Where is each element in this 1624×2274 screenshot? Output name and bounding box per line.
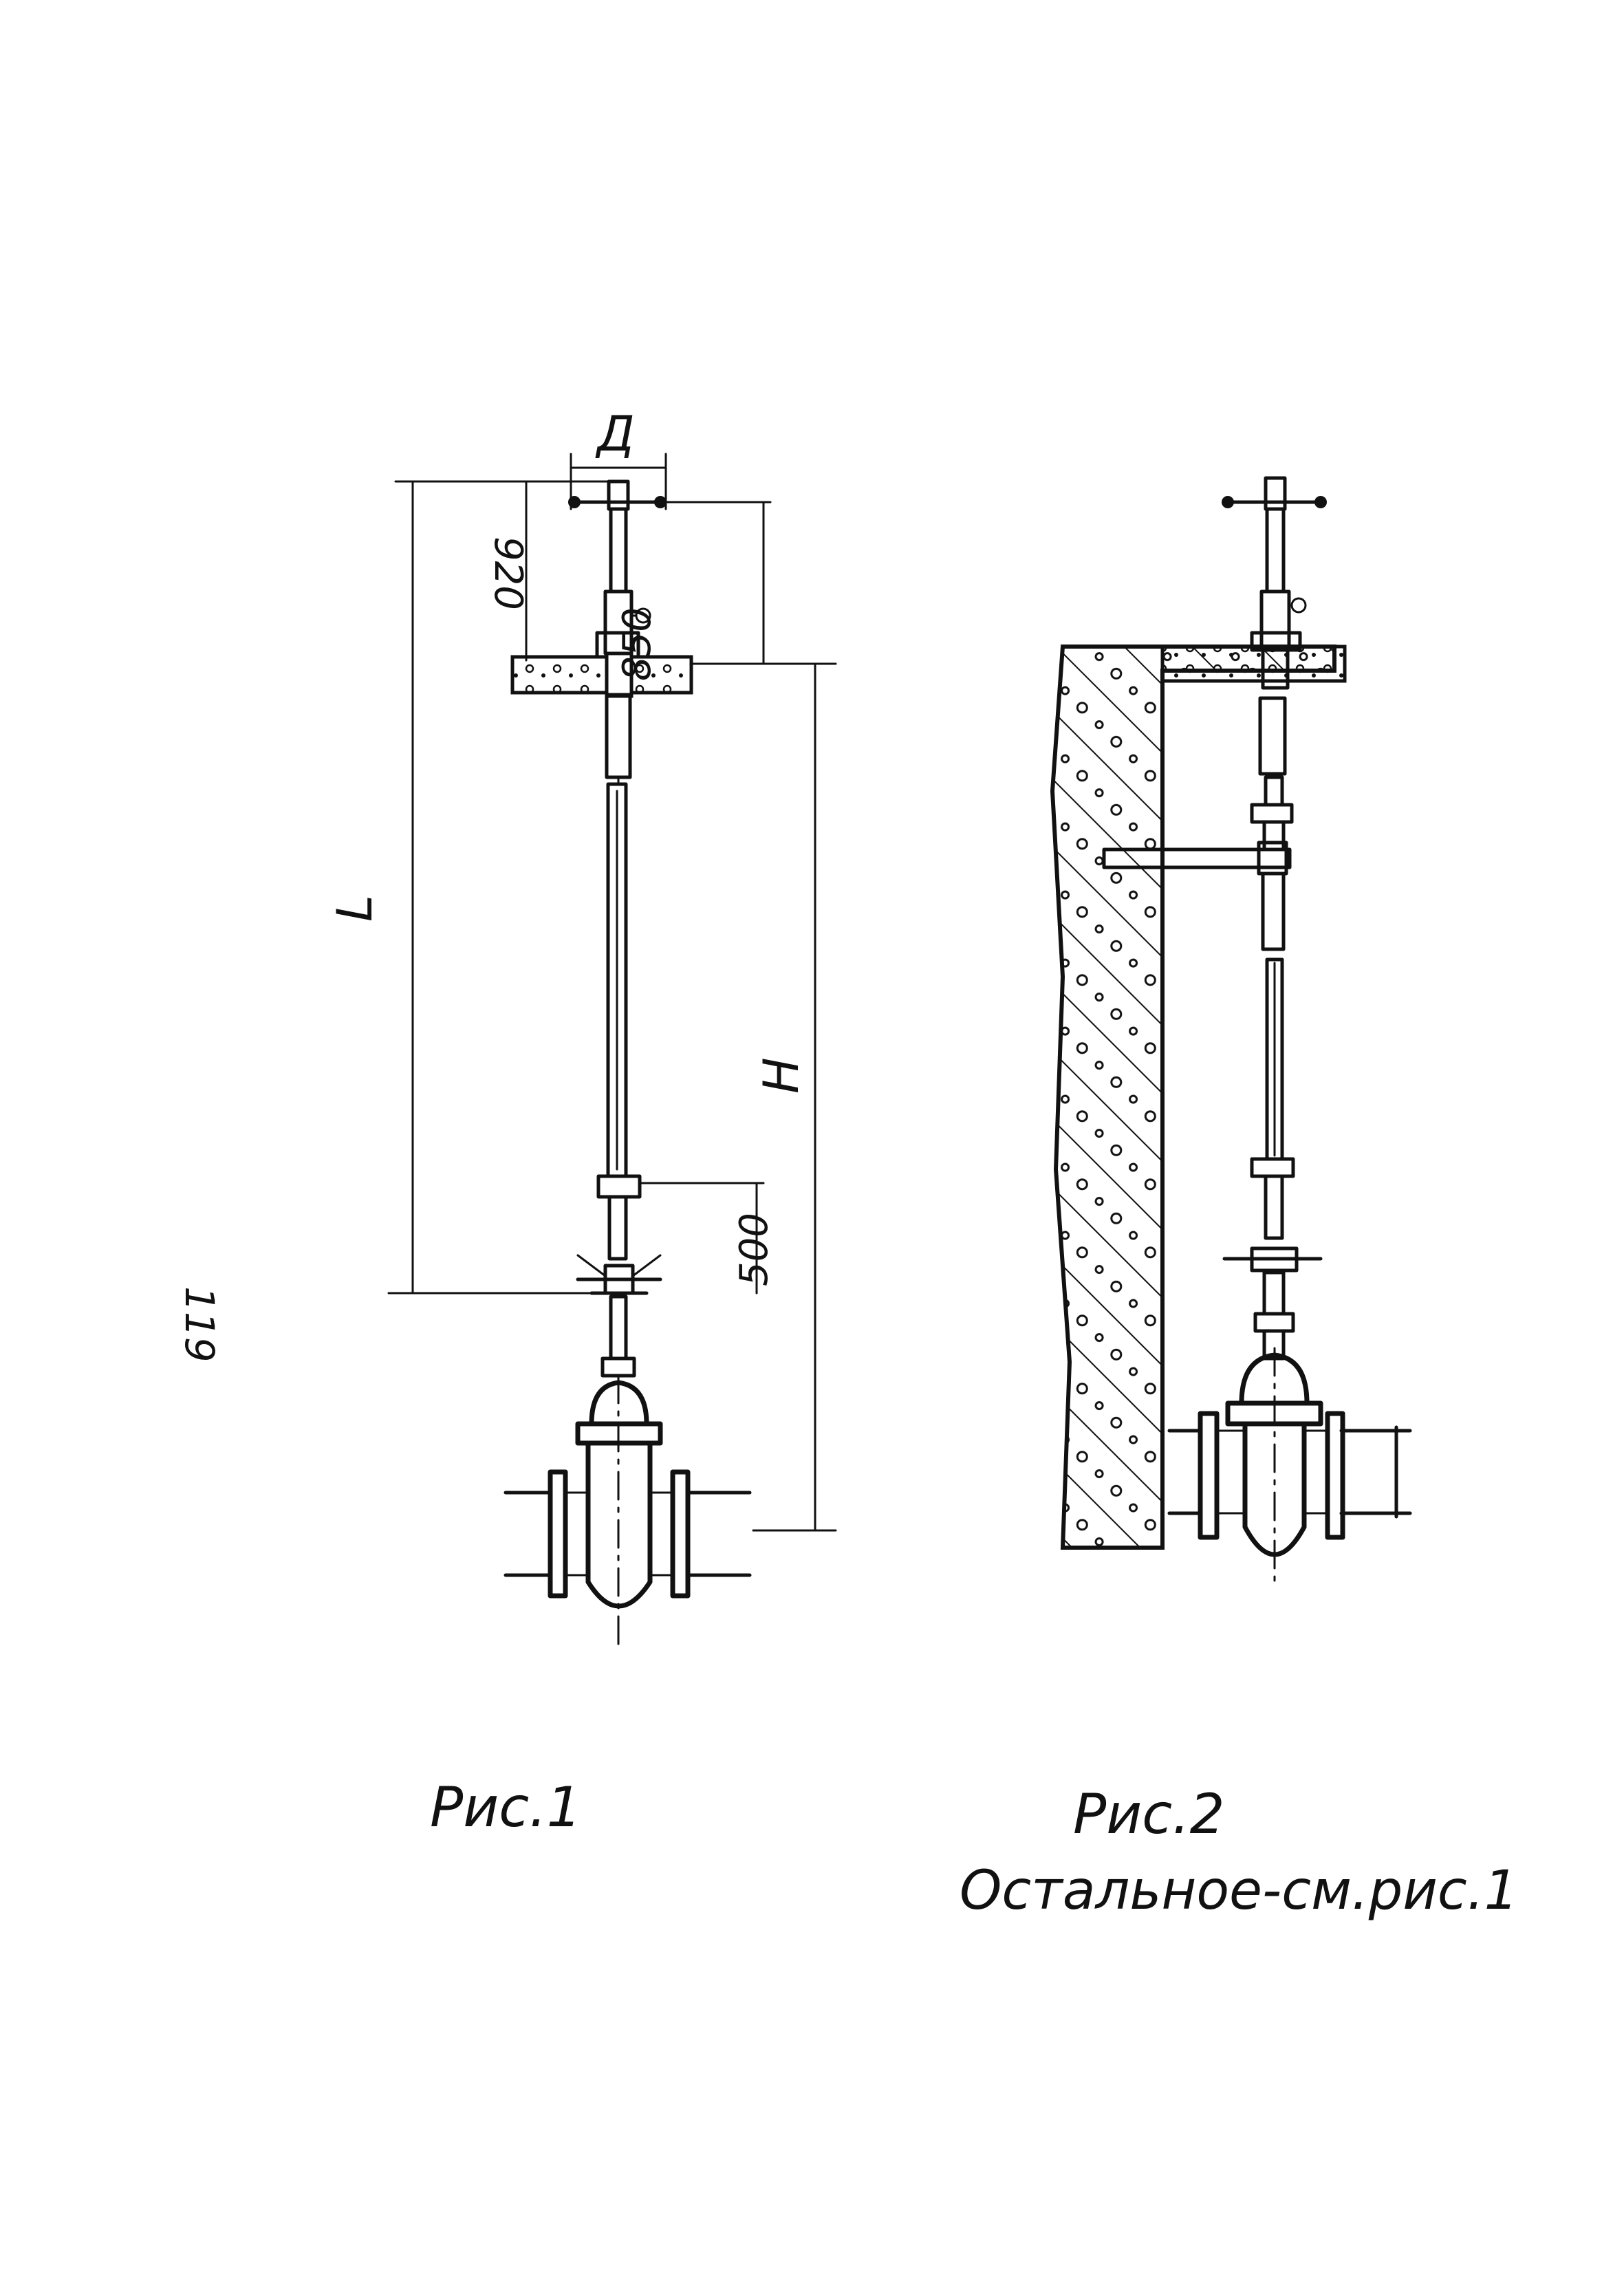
spindle-column-1 bbox=[595, 507, 651, 659]
dim-l-label: L bbox=[327, 895, 383, 922]
dim-500-label: 500 bbox=[732, 1213, 777, 1286]
figure-2-note: Остальное-см.рис.1 bbox=[960, 1860, 1518, 1922]
concrete-wall bbox=[1050, 645, 1336, 1550]
page-number: 119 bbox=[176, 1286, 223, 1363]
figure-2 bbox=[1050, 476, 1412, 1583]
handwheel-2 bbox=[1222, 476, 1327, 511]
dimension-h: H bbox=[690, 662, 837, 1532]
floor-slab-1 bbox=[510, 651, 693, 698]
dim-920-label: 920 bbox=[486, 537, 530, 610]
figure-2-caption: Рис.2 bbox=[1073, 1782, 1225, 1846]
gate-valve-2 bbox=[1225, 1347, 1323, 1583]
dimension-850: 850 bbox=[615, 501, 772, 681]
extension-rod-1 bbox=[596, 693, 642, 1261]
dim-d-label: Д bbox=[595, 406, 635, 462]
dim-850-label: 850 bbox=[615, 607, 660, 681]
figure-1: Д 920 850 L H 500 bbox=[327, 406, 837, 1652]
dimension-d: Д bbox=[570, 406, 667, 510]
dimension-l: L bbox=[327, 480, 593, 1295]
floor-slab-2 bbox=[1160, 645, 1347, 683]
extension-rod-2 bbox=[1102, 696, 1323, 1361]
gate-valve-1 bbox=[575, 1374, 663, 1652]
dim-h-label: H bbox=[753, 1057, 810, 1094]
figure-1-caption: Рис.1 bbox=[430, 1775, 582, 1839]
spindle-column-2 bbox=[1250, 507, 1307, 690]
pipe-1 bbox=[504, 1469, 752, 1599]
handwheel-1 bbox=[568, 479, 667, 511]
pipe-2 bbox=[1167, 1411, 1412, 1540]
lower-spindle-1 bbox=[600, 1295, 636, 1378]
dimension-500: 500 bbox=[638, 1182, 777, 1295]
support-bracket-1 bbox=[576, 1254, 662, 1295]
dimension-920: 920 bbox=[394, 480, 610, 662]
